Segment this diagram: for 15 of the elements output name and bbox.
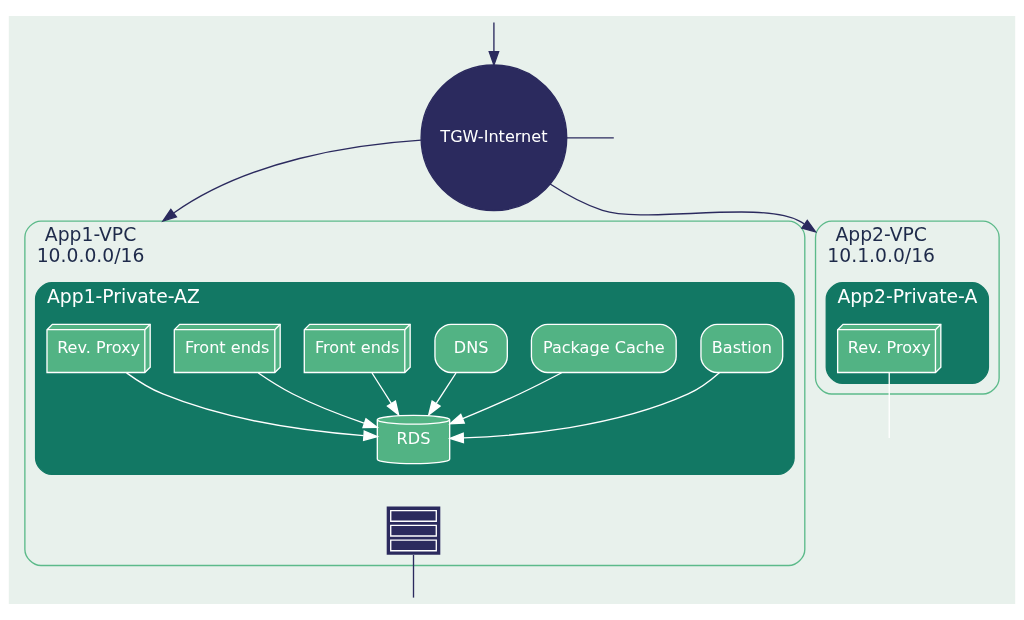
arrow: [371, 372, 400, 417]
node-box: Bastion: [700, 323, 784, 374]
arrow: [549, 183, 818, 233]
node-box: DNS: [434, 323, 508, 374]
arrow: [161, 139, 422, 223]
node-circle: TGW-Internet: [420, 64, 568, 212]
connector: [412, 554, 415, 599]
arrow: [488, 21, 500, 68]
arrow: [447, 371, 721, 444]
arrow: [257, 372, 380, 429]
node-box: Package Cache: [530, 323, 677, 374]
connector: [566, 137, 615, 139]
arrow: [448, 372, 563, 425]
arrow: [427, 372, 457, 417]
arrow: [125, 372, 380, 442]
